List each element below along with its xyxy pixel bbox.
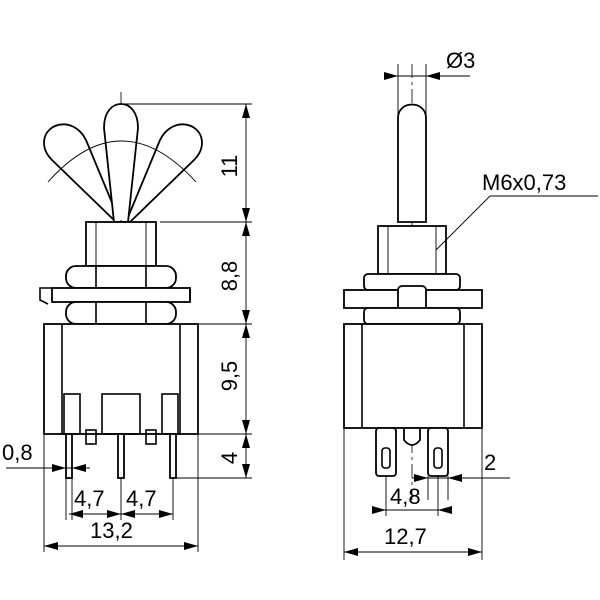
toggle-lever xyxy=(43,103,203,263)
dim-terminal-width: 2 xyxy=(484,450,496,475)
dim-pitch-left: 4,7 xyxy=(74,486,105,511)
dim-body-height: 9,5 xyxy=(217,361,242,392)
switch-body xyxy=(43,323,199,445)
dim-lever-height: 11 xyxy=(217,155,242,178)
bushing-side xyxy=(377,225,447,275)
lever-side xyxy=(397,64,427,223)
vertical-dimensions: 11 8,8 9,5 4 xyxy=(121,103,252,479)
dim-terminal-spacing: 4,8 xyxy=(390,484,421,509)
bushing xyxy=(85,221,157,267)
dim-body-width: 13,2 xyxy=(90,518,133,543)
front-view xyxy=(39,92,203,485)
dim-pin-length: 4 xyxy=(217,452,242,464)
body-side xyxy=(343,323,483,429)
side-dimensions: Ø3 M6x0,73 2 4,8 12,7 xyxy=(343,48,598,560)
dim-pin-thickness: 0,8 xyxy=(2,440,33,465)
dim-body-depth: 12,7 xyxy=(384,524,427,549)
hex-nut xyxy=(65,265,177,289)
dim-pitch-right: 4,7 xyxy=(126,486,157,511)
terminal-pins xyxy=(65,433,177,479)
lower-nut xyxy=(65,301,177,325)
horizontal-dimensions-left: 0,8 4,7 4,7 13,2 xyxy=(2,434,199,552)
side-view xyxy=(343,64,483,500)
dim-lever-diameter: Ø3 xyxy=(446,48,475,73)
terminals-side xyxy=(375,427,449,477)
dim-bushing-height: 8,8 xyxy=(217,261,242,292)
dim-thread: M6x0,73 xyxy=(482,170,566,195)
